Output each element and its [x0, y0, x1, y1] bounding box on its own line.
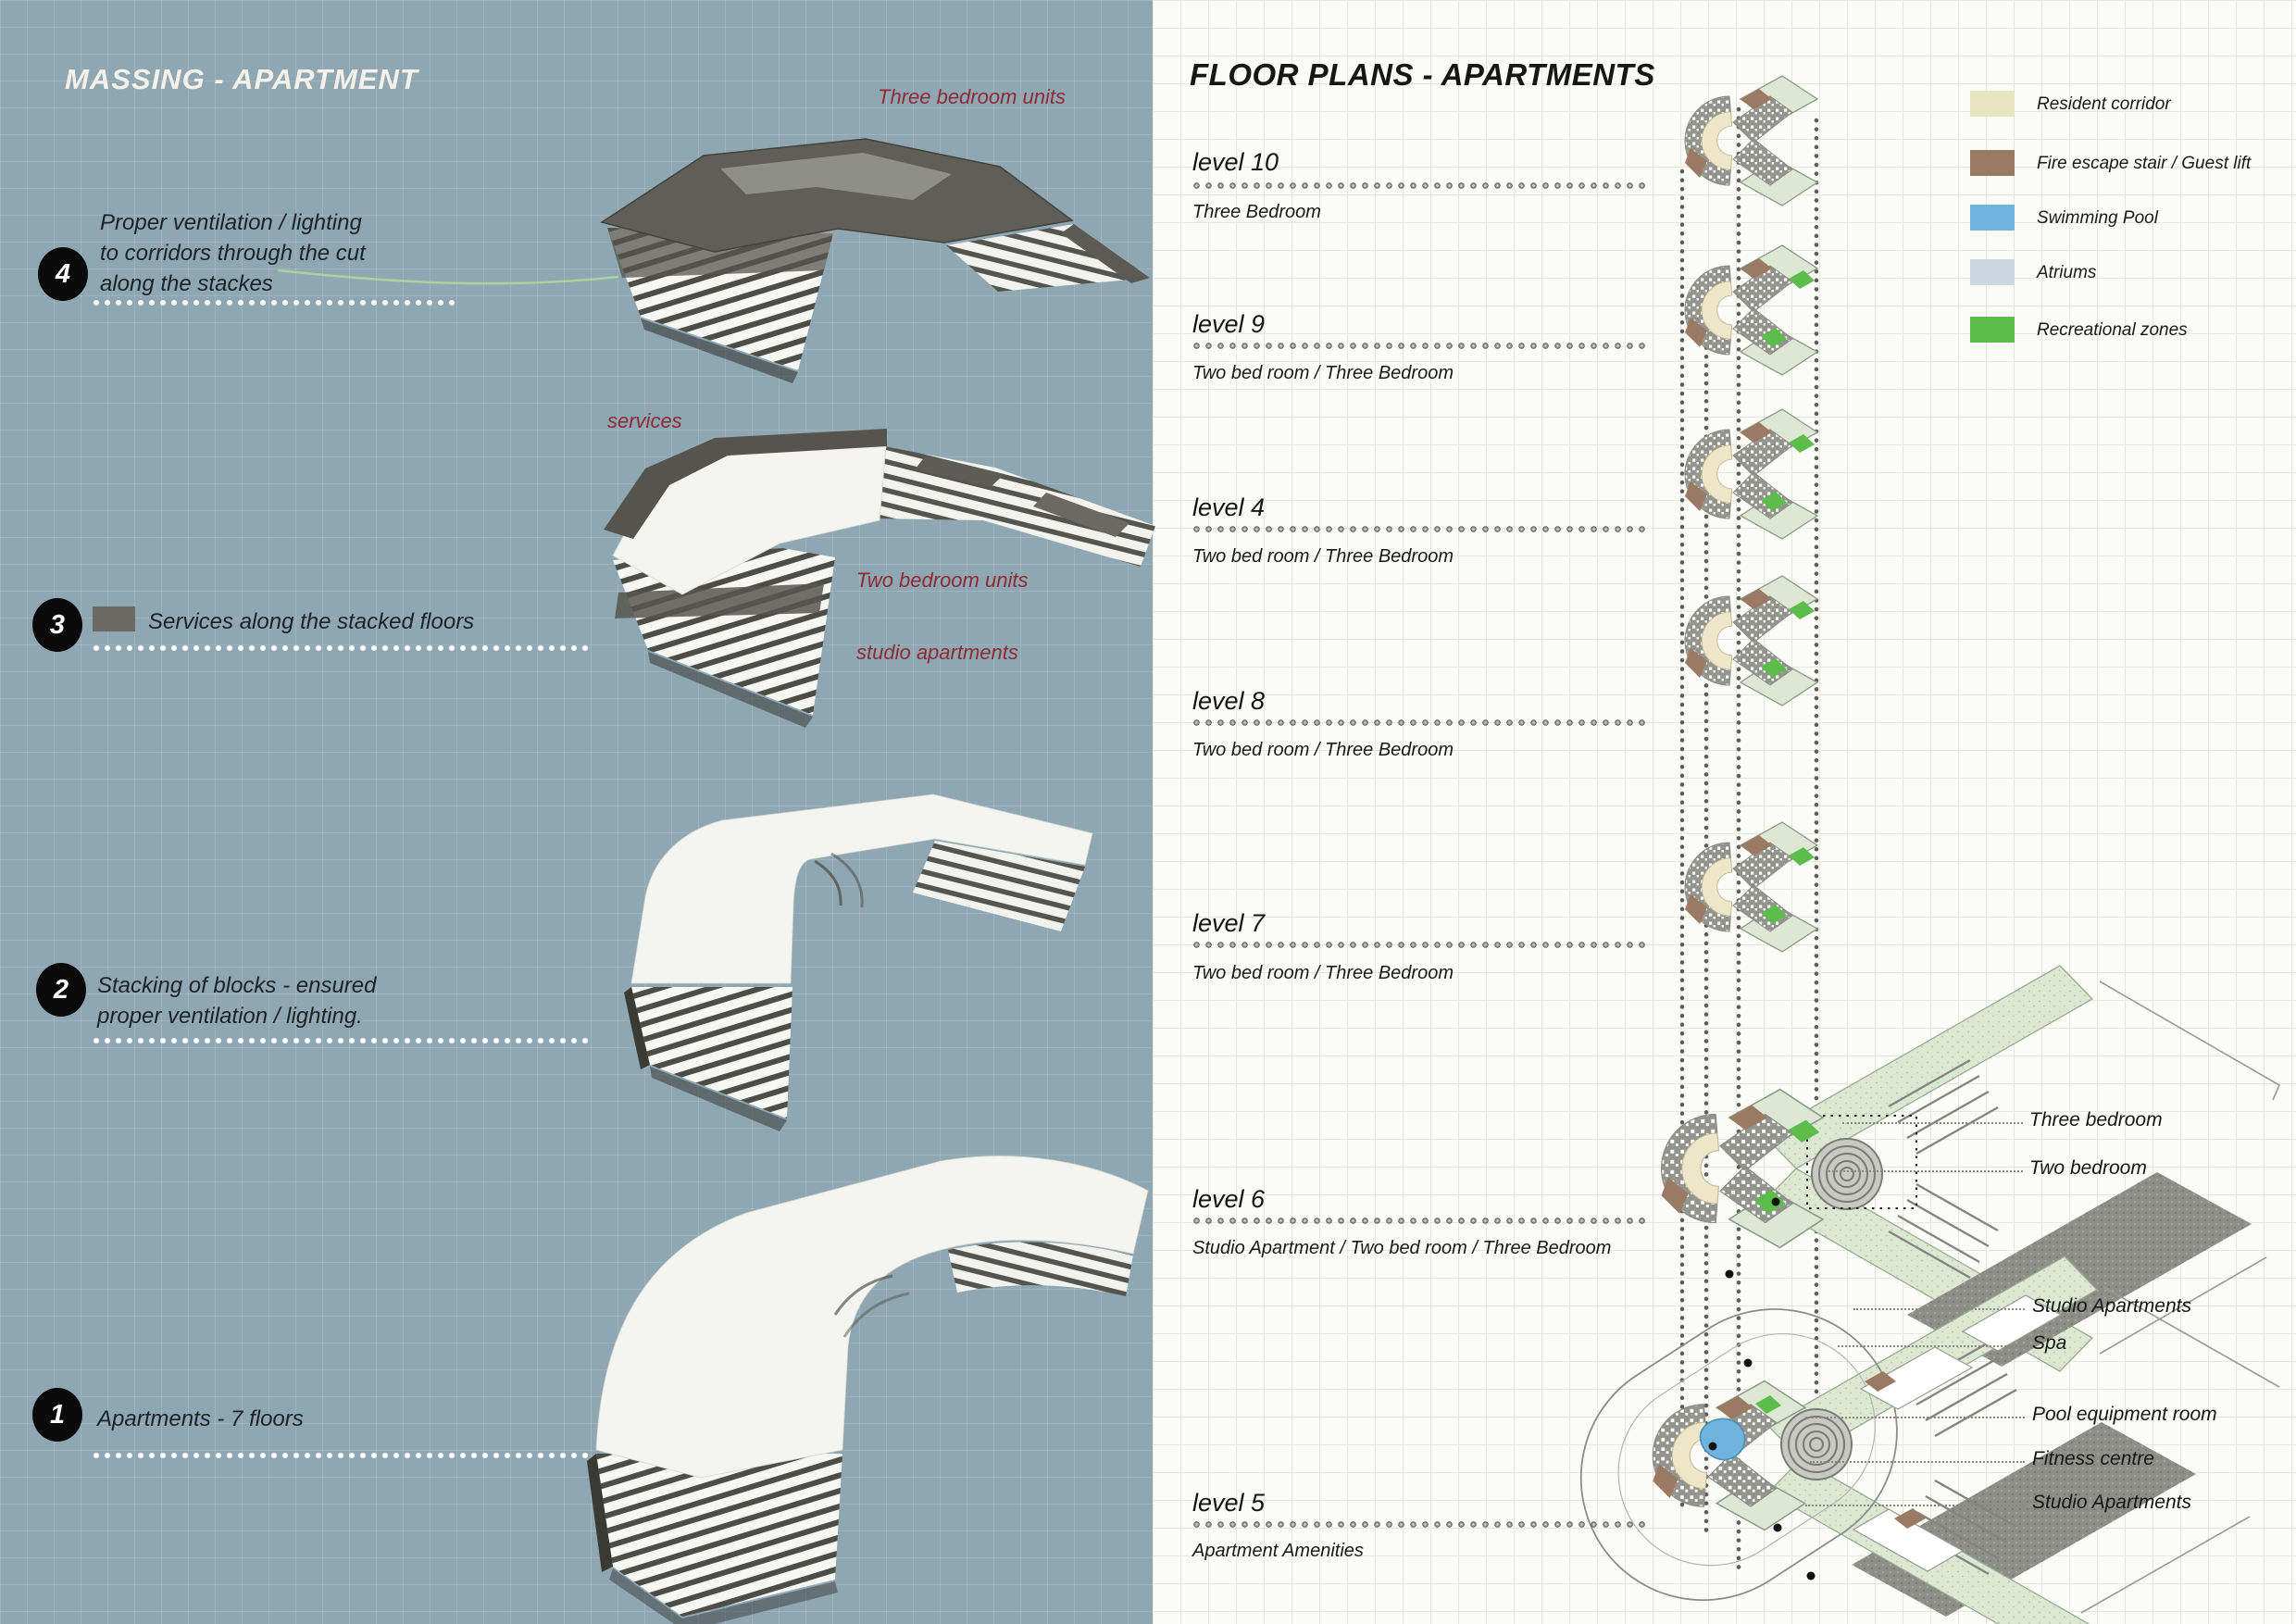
callout-spa: Spa — [2032, 1332, 2067, 1354]
callout-fitness-centre: Fitness centre — [2032, 1448, 2154, 1469]
level-5-name: level 5 — [1192, 1489, 1266, 1517]
annotation-divider-4 — [93, 299, 455, 306]
callout-studio-apartments-upper: Studio Apartments — [2032, 1295, 2191, 1317]
level-5-divider — [1192, 1520, 1648, 1529]
legend-label-fire-escape: Fire escape stair / Guest lift — [2037, 154, 2252, 173]
level-4-name: level 4 — [1192, 493, 1266, 521]
floorplans-title: FLOOR PLANS - APARTMENTS — [1190, 57, 1655, 92]
annotation-divider-3 — [93, 644, 588, 652]
annotation-number-3-label: 3 — [49, 609, 66, 640]
legend-swatch-atriums — [1970, 259, 2015, 285]
level-10-divider — [1192, 181, 1648, 190]
level-7-divider — [1192, 941, 1648, 949]
callout-leader-fitness-centre — [1810, 1461, 2025, 1463]
level-8-name: level 8 — [1192, 687, 1266, 715]
level-8-desc: Two bed room / Three Bedroom — [1192, 740, 1454, 760]
annotation-number-4-label: 4 — [55, 258, 71, 289]
legend-label-swimming-pool: Swimming Pool — [2037, 208, 2158, 228]
legend-swatch-recreational-zones — [1970, 317, 2015, 343]
massing-title: MASSING - APARTMENT — [65, 63, 418, 95]
annotation-number-1: 1 — [32, 1388, 82, 1442]
annotation-divider-2 — [93, 1037, 588, 1044]
annotation-number-2-label: 2 — [53, 974, 69, 1005]
annotation-text-1: Apartments - 7 floors — [97, 1406, 304, 1431]
floorplans-panel-background — [1153, 0, 2296, 1624]
callout-leader-three-bedroom — [1842, 1122, 2023, 1124]
annotation-text-4: Proper ventilation / lighting to corrido… — [100, 210, 366, 297]
level-9-divider — [1192, 342, 1648, 350]
level-9-name: level 9 — [1192, 310, 1266, 338]
label-two-bedroom-units: Two bedroom units — [856, 568, 1029, 592]
callout-leader-studio-apartments-upper — [1853, 1308, 2025, 1310]
level-10-name: level 10 — [1192, 148, 1279, 176]
annotation-number-3: 3 — [32, 598, 82, 652]
callout-two-bedroom: Two bedroom — [2029, 1157, 2147, 1179]
level-5-desc: Apartment Amenities — [1192, 1541, 1364, 1561]
annotation-number-2: 2 — [36, 963, 86, 1017]
legend-swatch-resident-corridor — [1970, 91, 2015, 117]
level-7-desc: Two bed room / Three Bedroom — [1192, 963, 1454, 983]
callout-leader-two-bedroom — [1828, 1170, 2023, 1172]
callout-leader-spa — [1838, 1345, 2025, 1347]
legend-label-resident-corridor: Resident corridor — [2037, 94, 2171, 114]
annotation-number-1-label: 1 — [49, 1399, 66, 1430]
annotation-text-2: Stacking of blocks - ensured proper vent… — [97, 973, 377, 1030]
level-6-name: level 6 — [1192, 1185, 1266, 1213]
level-9-desc: Two bed room / Three Bedroom — [1192, 363, 1454, 383]
level-6-divider — [1192, 1217, 1648, 1225]
level-6-desc: Studio Apartment / Two bed room / Three … — [1192, 1238, 1612, 1258]
legend-swatch-swimming-pool — [1970, 205, 2015, 231]
annotation-divider-1 — [93, 1452, 588, 1459]
level-4-divider — [1192, 525, 1648, 533]
callout-pool-equipment-room: Pool equipment room — [2032, 1404, 2217, 1425]
annotation-text-3: Services along the stacked floors — [148, 609, 475, 634]
legend-swatch-fire-escape — [1970, 150, 2015, 176]
level-10-desc: Three Bedroom — [1192, 202, 1321, 222]
label-studio-apartments: studio apartments — [856, 641, 1018, 664]
callout-leader-studio-apartments-lower — [1805, 1505, 2025, 1506]
level-7-name: level 7 — [1192, 909, 1266, 937]
legend-label-atriums: Atriums — [2037, 263, 2097, 282]
annotation-number-4: 4 — [38, 247, 88, 301]
level-4-desc: Two bed room / Three Bedroom — [1192, 546, 1454, 567]
callout-three-bedroom: Three bedroom — [2029, 1109, 2163, 1131]
callout-studio-apartments-lower: Studio Apartments — [2032, 1492, 2191, 1513]
level-8-divider — [1192, 718, 1648, 727]
callout-leader-pool-equipment-room — [1805, 1417, 2025, 1418]
label-three-bedroom-units: Three bedroom units — [878, 85, 1066, 108]
label-services: services — [607, 409, 682, 432]
legend-label-recreational-zones: Recreational zones — [2037, 320, 2188, 340]
services-swatch — [93, 606, 135, 631]
